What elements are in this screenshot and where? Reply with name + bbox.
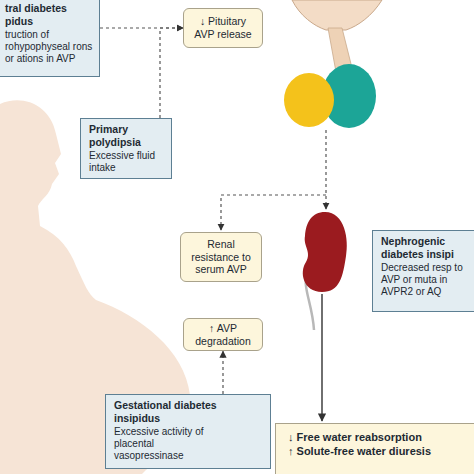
box-heading: Gestational diabetes insipidus	[114, 399, 226, 425]
mechanism-box: ↑ AVP degradation	[183, 318, 263, 351]
box-heading: Nephrogenic diabetes insipi	[381, 235, 473, 261]
dashed-connector	[222, 351, 223, 394]
box-text: ↑ Solute-free water diuresis	[288, 444, 467, 458]
condition-box: Gestational diabetes insipidusExcessive …	[105, 394, 271, 469]
posterior-pituitary	[322, 64, 376, 128]
box-heading: Renal resistance to serum AVP	[186, 238, 256, 276]
signal-line	[221, 195, 326, 230]
anterior-pituitary	[284, 73, 334, 127]
box-text: Excessive fluid intake	[89, 150, 165, 174]
box-text: Excessive activity of placental vasopres…	[114, 426, 226, 463]
condition-box: tral diabetes pidustruction of rohypophy…	[0, 0, 100, 77]
mechanism-box: Renal resistance to serum AVP	[180, 232, 262, 282]
dashed-connector	[100, 27, 183, 28]
condition-box: Primary polydipsiaExcessive fluid intake	[80, 118, 172, 179]
box-text: Decreased resp to AVP or muta in AVPR2 o…	[381, 262, 473, 299]
box-heading: Primary polydipsia	[89, 123, 165, 149]
condition-box: Nephrogenic diabetes insipiDecreased res…	[372, 230, 474, 312]
brain-base	[292, 0, 382, 30]
ureter	[306, 268, 314, 330]
kidney	[303, 212, 347, 292]
mechanism-box: ↓ Pituitary AVP release	[183, 8, 263, 48]
box-heading: tral diabetes pidus	[5, 2, 93, 28]
box-heading: ↓ Pituitary AVP release	[189, 15, 257, 40]
box-text: truction of rohypophyseal rons or ations…	[5, 29, 93, 66]
diuresis-arrow	[321, 294, 322, 421]
box-heading: ↑ AVP degradation	[189, 322, 257, 347]
dashed-connector	[160, 28, 183, 118]
pituitary-stalk	[328, 28, 352, 72]
outcome-box: ↓ Free water reabsorption↑ Solute-free w…	[275, 423, 474, 474]
signal-line	[325, 130, 326, 209]
box-heading: ↓ Free water reabsorption	[288, 430, 467, 444]
